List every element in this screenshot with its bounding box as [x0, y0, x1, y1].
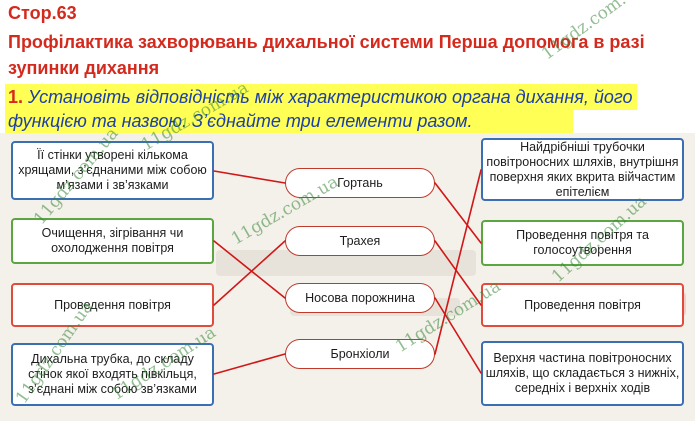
function-card[interactable]: Верхня частина повітроносних шляхів, що …: [481, 341, 684, 406]
function-card[interactable]: Проведення повітря та голосоутворення: [481, 220, 684, 266]
task-number: 1.: [8, 87, 24, 107]
organ-name-box[interactable]: Трахея: [285, 226, 435, 256]
characteristic-card[interactable]: Дихальна трубка, до складу стінок якої в…: [11, 343, 214, 406]
task-statement: 1. Установіть відповідність між характер…: [8, 85, 648, 133]
page-title: Профілактика захворювань дихальної систе…: [8, 32, 645, 78]
organ-name-box[interactable]: Гортань: [285, 168, 435, 198]
task-text: Установіть відповідність між характерист…: [8, 87, 633, 131]
characteristic-card[interactable]: Очищення, зігрівання чи охолодження пові…: [11, 218, 214, 264]
function-card[interactable]: Проведення повітря: [481, 283, 684, 327]
highlight-band: [5, 84, 637, 110]
organ-name-box[interactable]: Бронхіоли: [285, 339, 435, 369]
characteristic-card[interactable]: Її стінки утворені кількома хрящами, з’є…: [11, 141, 214, 200]
page-label: Стор.63: [8, 3, 77, 23]
highlight-band: [5, 108, 573, 133]
characteristic-card[interactable]: Проведення повітря: [11, 283, 214, 327]
function-card[interactable]: Найдрібніші трубочки повітроносних шляхі…: [481, 138, 684, 201]
organ-name-box[interactable]: Носова порожнина: [285, 283, 435, 313]
